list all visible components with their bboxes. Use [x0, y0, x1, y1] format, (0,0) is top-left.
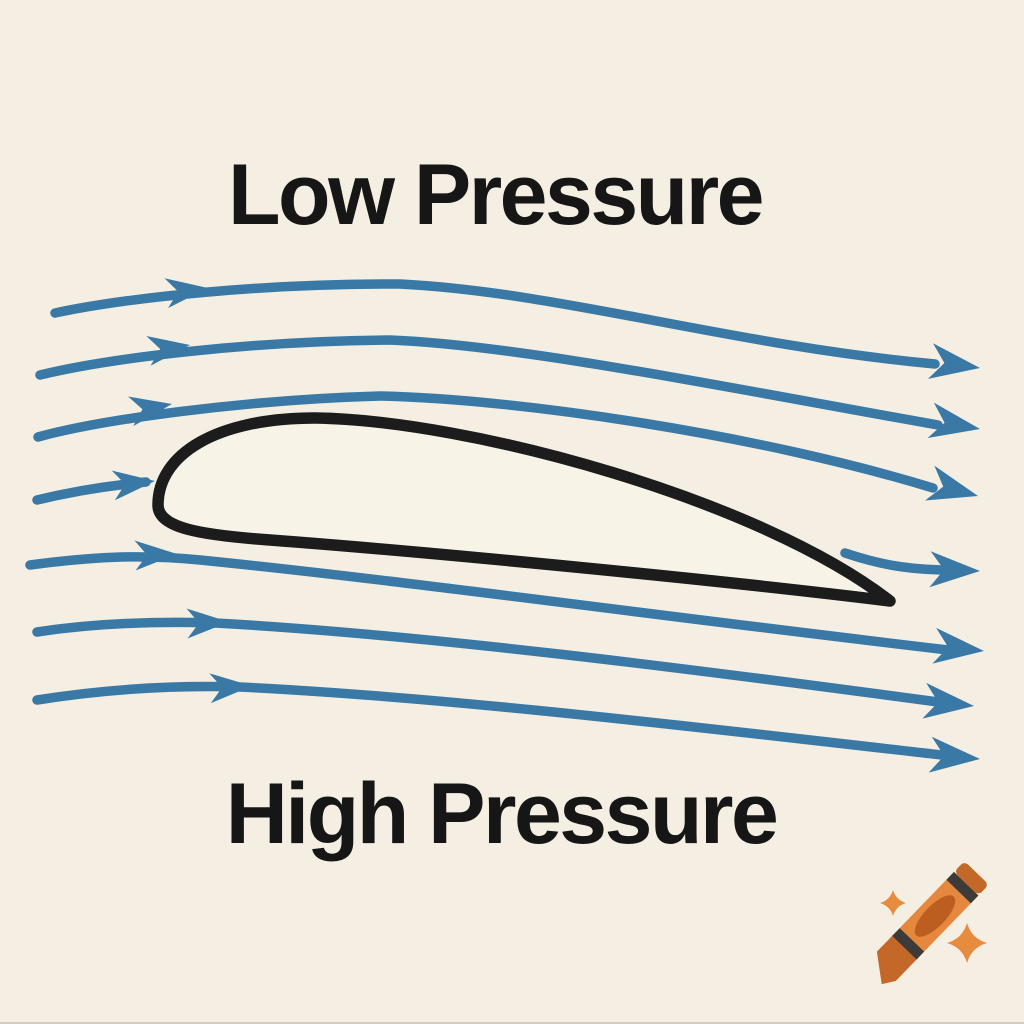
- streamline-7: [32, 617, 943, 707]
- arrowhead-icon: [186, 608, 229, 639]
- streamline-6: [25, 552, 953, 655]
- streamline-3: [33, 391, 938, 493]
- streamline-end-arrowheads: [922, 343, 984, 773]
- streamline-2: [35, 335, 943, 430]
- streamline-mid-arrowheads: [111, 278, 252, 704]
- arrowhead-icon: [164, 278, 208, 309]
- arrowhead-icon: [111, 470, 155, 501]
- crayon-tip: [876, 934, 919, 985]
- arrowhead-icon: [928, 736, 980, 773]
- arrowhead-icon: [209, 673, 252, 704]
- sparkle-icon: [880, 890, 906, 916]
- arrowhead-icon: [925, 465, 978, 501]
- arrowhead-icon: [128, 396, 172, 427]
- crayon-stripe: [892, 927, 925, 960]
- airfoil-outline: [152, 412, 896, 607]
- arrowhead-icon: [146, 335, 190, 366]
- arrowhead-icon: [929, 551, 980, 588]
- sparkle-icon: [947, 923, 987, 963]
- arrowhead-icon: [932, 627, 984, 664]
- streamlines: [25, 279, 953, 760]
- streamline-1: [50, 279, 940, 369]
- bottom-edge-line: [0, 1022, 1024, 1024]
- crayon-stripe: [946, 871, 979, 904]
- crayon-label-oval: [914, 895, 956, 937]
- crayon-icon: [876, 863, 987, 985]
- streamline-8: [32, 681, 947, 760]
- low-pressure-label: Low Pressure: [228, 147, 765, 243]
- high-pressure-label: High Pressure: [225, 766, 779, 862]
- crayon-end-cap: [956, 863, 987, 894]
- streamline-5-trailing: [840, 548, 947, 575]
- arrowhead-icon: [927, 402, 980, 439]
- arrowhead-icon: [134, 540, 177, 571]
- arrowhead-icon: [922, 682, 974, 719]
- arrowhead-icon: [927, 343, 980, 379]
